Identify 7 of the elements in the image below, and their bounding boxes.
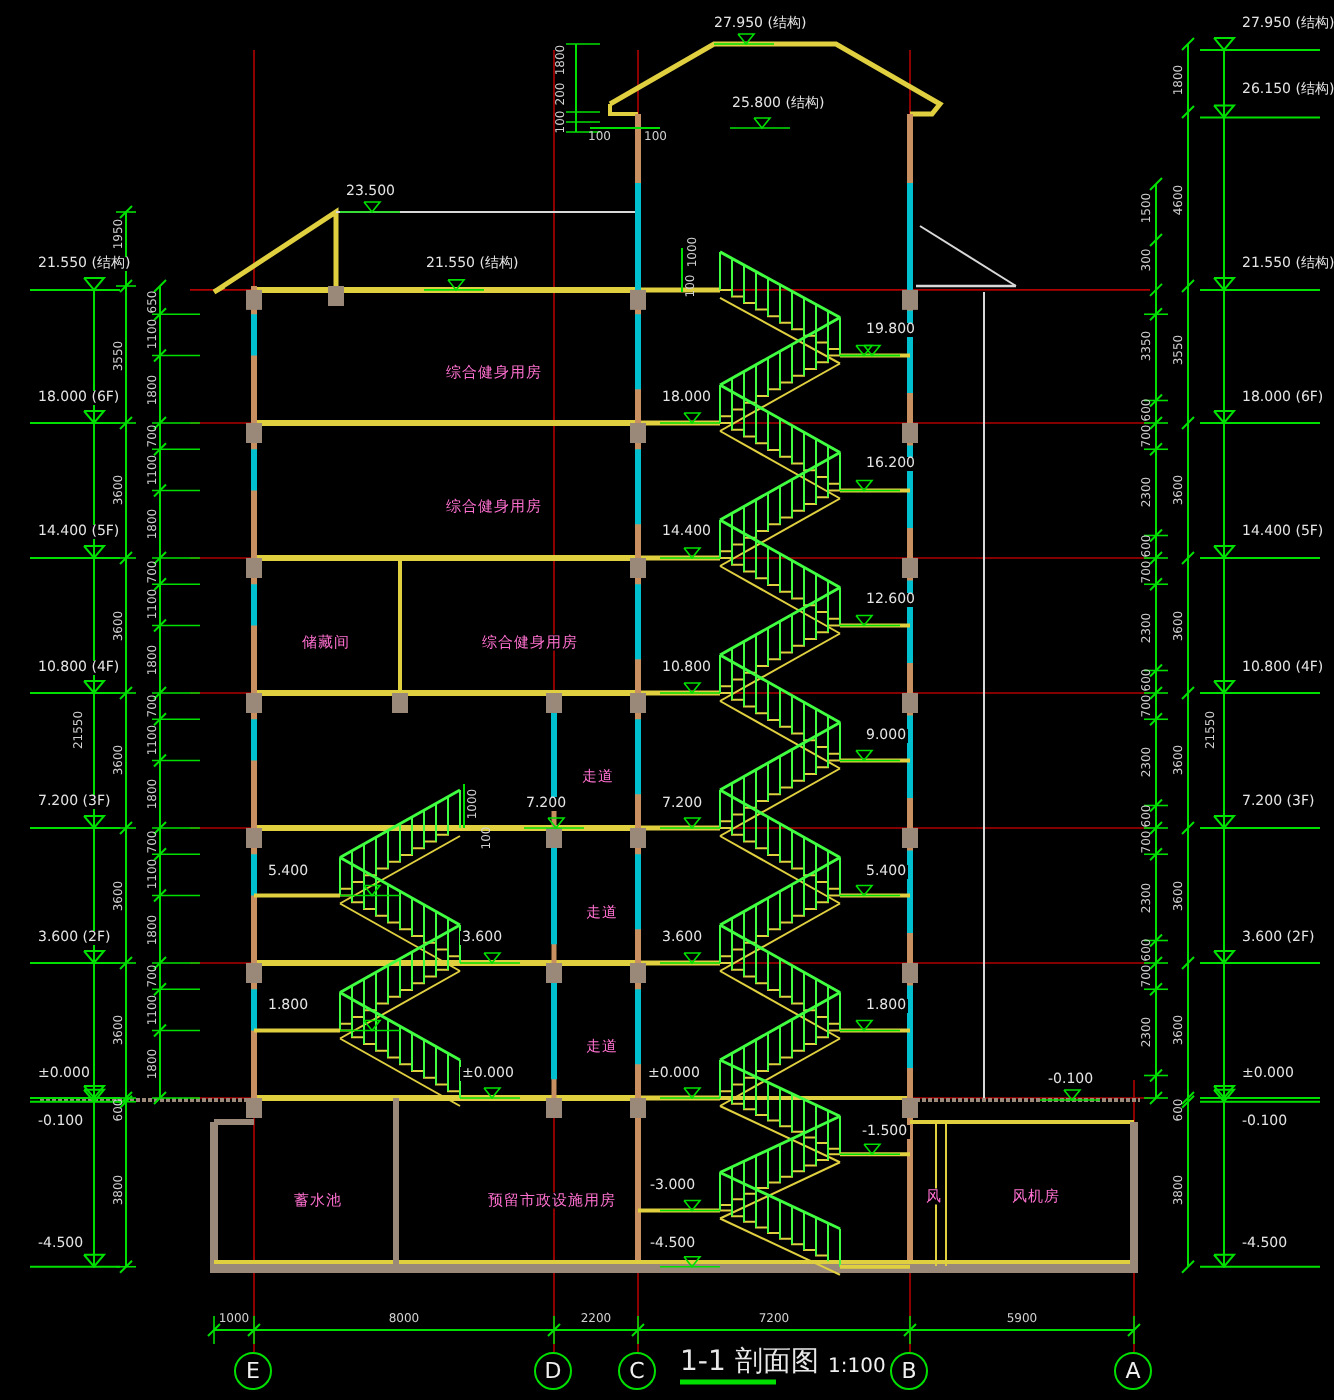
- drawing-title: 1-1 剖面图: [680, 1348, 819, 1376]
- axis-bubble: E: [234, 1352, 272, 1390]
- axis-bubble: A: [1114, 1352, 1152, 1390]
- axis-bubble: D: [534, 1352, 572, 1390]
- axis-bubble: B: [890, 1352, 928, 1390]
- axis-bubble: C: [618, 1352, 656, 1390]
- scale-label: 1:100: [828, 1358, 886, 1378]
